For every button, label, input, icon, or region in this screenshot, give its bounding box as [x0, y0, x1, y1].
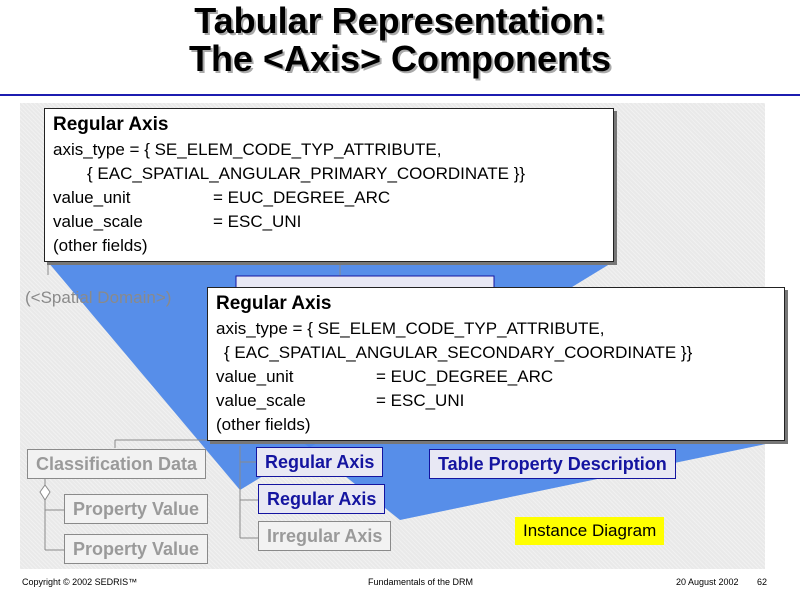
- axis-type-line1: axis_type = { SE_ELEM_CODE_TYP_ATTRIBUTE…: [216, 319, 605, 338]
- value-unit-value: = EUC_DEGREE_ARC: [376, 367, 554, 386]
- value-scale-value: = ESC_UNI: [213, 212, 302, 231]
- value-scale-key: value_scale: [216, 391, 306, 410]
- footer-date: 20 August 2002: [676, 577, 739, 587]
- value-scale-value: = ESC_UNI: [376, 391, 465, 410]
- axis-type-line2: { EAC_SPATIAL_ANGULAR_SECONDARY_COORDINA…: [224, 343, 693, 362]
- footer-center: Fundamentals of the DRM: [368, 577, 474, 587]
- table-property-description-node: Table Property Description: [429, 449, 676, 479]
- irregular-axis-node: Irregular Axis: [258, 521, 392, 551]
- classification-data-node: Classification Data: [27, 449, 207, 479]
- value-unit-key: value_unit: [53, 188, 131, 207]
- popup-title: Regular Axis: [216, 293, 332, 314]
- value-unit-value: = EUC_DEGREE_ARC: [213, 188, 391, 207]
- regular-axis-secondary-popup: Regular Axis axis_type = { SE_ELEM_CODE_…: [207, 287, 785, 441]
- other-fields: (other fields): [216, 415, 311, 434]
- regular-axis-node-1: Regular Axis: [256, 447, 384, 477]
- value-scale-key: value_scale: [53, 212, 143, 231]
- instance-diagram-label: Instance Diagram: [515, 517, 665, 545]
- axis-type-line1: axis_type = { SE_ELEM_CODE_TYP_ATTRIBUTE…: [53, 140, 442, 159]
- popup-title: Regular Axis: [53, 114, 169, 135]
- footer-copyright: Copyright © 2002 SEDRIS™: [22, 577, 138, 587]
- axis-type-line2: { EAC_SPATIAL_ANGULAR_PRIMARY_COORDINATE…: [87, 164, 526, 183]
- value-unit-row: value_unit = EUC_DEGREE_ARC: [53, 186, 605, 210]
- slide-title: Tabular Representation: The <Axis> Compo…: [0, 2, 800, 78]
- aggregation-diamond: [39, 484, 51, 501]
- slide-title-line2: The <Axis> Components: [188, 38, 612, 79]
- regular-axis-primary-popup: Regular Axis axis_type = { SE_ELEM_CODE_…: [44, 108, 614, 262]
- spatial-domain-label: (<Spatial Domain>): [25, 288, 172, 307]
- value-unit-key: value_unit: [216, 367, 294, 386]
- value-scale-row: value_scale = ESC_UNI: [53, 210, 605, 234]
- footer-page-number: 62: [757, 577, 768, 587]
- slide-title-line1: Tabular Representation:: [194, 0, 606, 41]
- value-unit-row: value_unit = EUC_DEGREE_ARC: [216, 365, 776, 389]
- value-scale-row: value_scale = ESC_UNI: [216, 389, 776, 413]
- other-fields: (other fields): [53, 236, 148, 255]
- title-rule: [0, 94, 800, 96]
- property-value-node-2: Property Value: [64, 534, 209, 564]
- property-value-node-1: Property Value: [64, 494, 209, 524]
- regular-axis-node-2: Regular Axis: [258, 484, 386, 514]
